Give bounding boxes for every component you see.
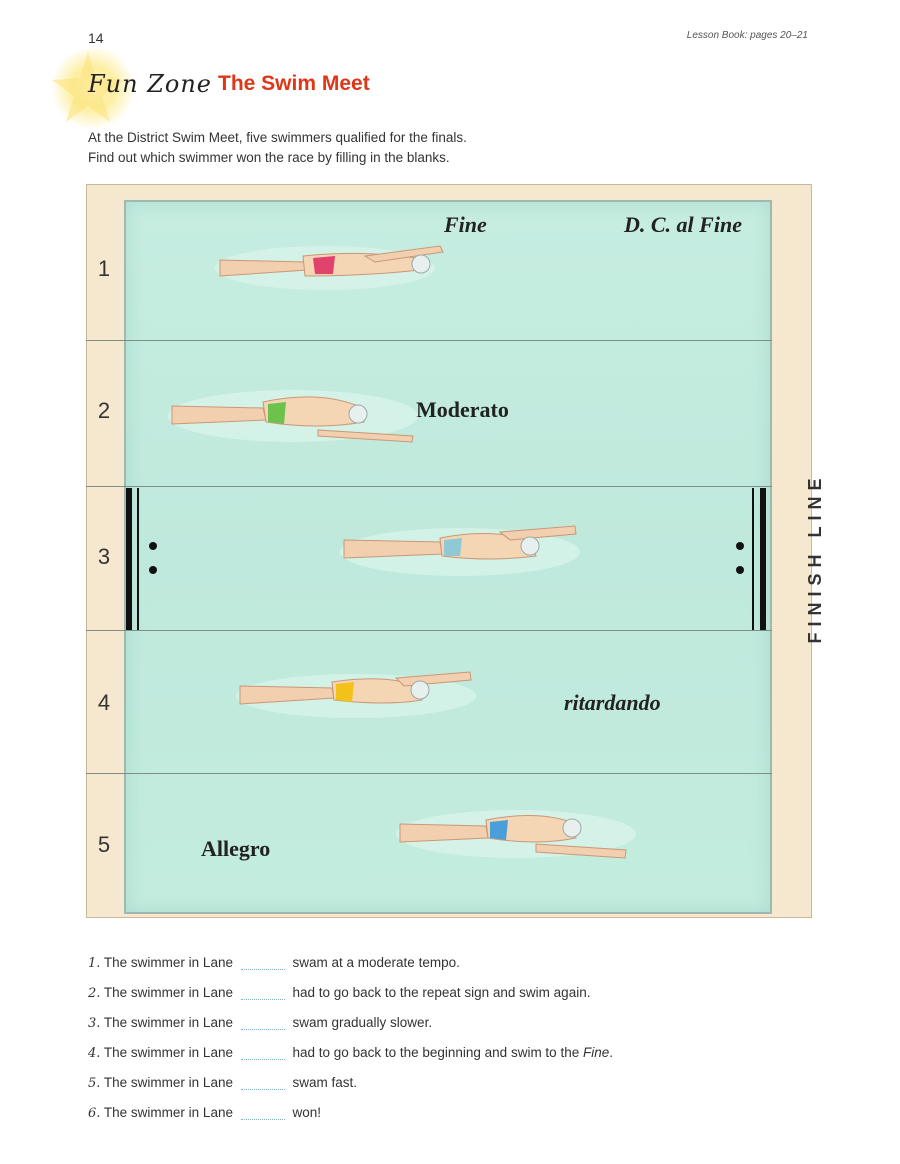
section-label: Fun Zone	[88, 70, 212, 98]
answer-blank[interactable]	[240, 1108, 285, 1120]
swimmer-lane-4-icon	[236, 664, 476, 729]
question-number: 2.	[88, 986, 101, 1001]
finish-line-label: FINISH LINE	[805, 472, 825, 644]
answer-blank[interactable]	[240, 988, 285, 1000]
swimmer-lane-1-icon	[215, 236, 445, 301]
answer-blank[interactable]	[240, 1078, 285, 1090]
answer-blank[interactable]	[240, 1018, 285, 1030]
question-list: 1. The swimmer in Lane swam at a moderat…	[88, 955, 613, 1135]
term-ritardando: ritardando	[564, 690, 661, 715]
lane-rope	[86, 340, 772, 341]
question-ending-emphasis: Fine	[582, 1045, 610, 1060]
repeat-start-sign-icon	[124, 488, 164, 630]
question-ending: swam at a moderate tempo.	[292, 955, 460, 970]
question-item: 4. The swimmer in Lane had to go back to…	[88, 1045, 613, 1075]
swimmer-lane-3-icon	[340, 518, 580, 587]
question-ending: swam gradually slower.	[292, 1015, 433, 1030]
question-ending: swam fast.	[292, 1075, 358, 1090]
answer-blank[interactable]	[240, 1048, 285, 1060]
question-prompt: The swimmer in Lane	[103, 1105, 233, 1120]
lane-number-3: 3	[97, 544, 111, 569]
question-number: 3.	[88, 1016, 101, 1031]
term-fine: Fine	[444, 212, 487, 237]
lane-number-1: 1	[97, 256, 111, 281]
question-item: 3. The swimmer in Lane swam gradually sl…	[88, 1015, 613, 1045]
lesson-reference: Lesson Book: pages 20–21	[686, 30, 808, 41]
swimmer-lane-2-icon	[168, 378, 418, 453]
question-number: 1.	[88, 956, 101, 971]
repeat-end-sign-icon	[730, 488, 770, 630]
question-item: 2. The swimmer in Lane had to go back to…	[88, 985, 613, 1015]
term-moderato: Moderato	[416, 397, 509, 422]
question-prompt: The swimmer in Lane	[103, 1045, 233, 1060]
question-number: 4.	[88, 1046, 101, 1061]
question-prompt: The swimmer in Lane	[103, 1015, 233, 1030]
term-allegro: Allegro	[201, 836, 271, 861]
page-title: The Swim Meet	[218, 72, 370, 95]
question-ending-punctuation: .	[609, 1045, 614, 1060]
question-item: 1. The swimmer in Lane swam at a moderat…	[88, 955, 613, 985]
term-dc-al-fine: D. C. al Fine	[624, 212, 742, 237]
intro-text: At the District Swim Meet, five swimmers…	[88, 128, 467, 168]
question-prompt: The swimmer in Lane	[103, 955, 233, 970]
question-number: 5.	[88, 1076, 101, 1091]
lane-number-4: 4	[97, 690, 111, 715]
question-ending: won!	[292, 1105, 322, 1120]
intro-line-2: Find out which swimmer won the race by f…	[88, 150, 450, 165]
intro-line-1: At the District Swim Meet, five swimmers…	[88, 130, 467, 145]
question-prompt: The swimmer in Lane	[103, 985, 233, 1000]
question-ending: had to go back to the repeat sign and sw…	[292, 985, 591, 1000]
question-number: 6.	[88, 1106, 101, 1121]
lane-number-2: 2	[97, 398, 111, 423]
lane-rope	[86, 630, 772, 631]
question-item: 6. The swimmer in Lane won!	[88, 1105, 613, 1135]
lane-rope	[86, 773, 772, 774]
question-ending: had to go back to the beginning and swim…	[292, 1045, 580, 1060]
star-decoration-icon	[48, 48, 138, 128]
question-item: 5. The swimmer in Lane swam fast.	[88, 1075, 613, 1105]
page-number: 14	[88, 30, 104, 46]
lane-number-5: 5	[97, 832, 111, 857]
answer-blank[interactable]	[240, 958, 285, 970]
question-prompt: The swimmer in Lane	[103, 1075, 233, 1090]
swimmer-lane-5-icon	[396, 800, 636, 869]
lane-rope	[86, 486, 772, 487]
